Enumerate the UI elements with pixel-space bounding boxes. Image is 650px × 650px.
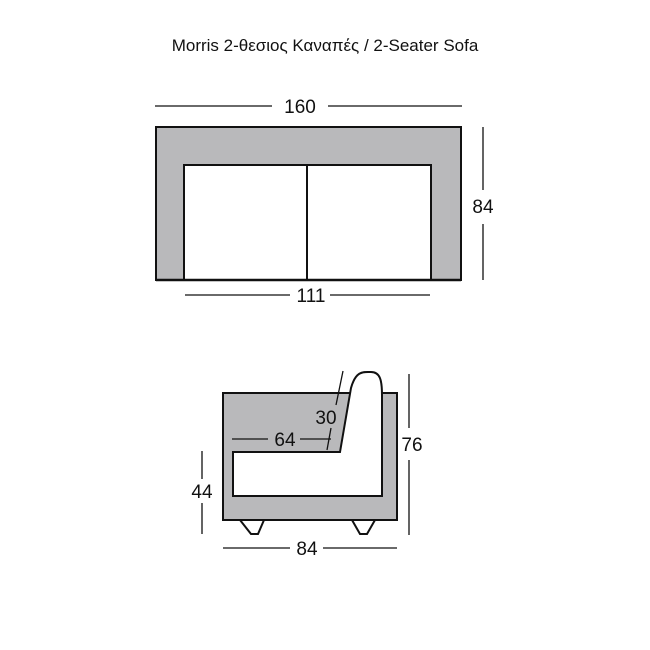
dim-depth: 84 bbox=[472, 197, 494, 218]
side-view: 30 64 76 44 84 bbox=[191, 370, 423, 560]
seat-cushion-right bbox=[306, 164, 432, 281]
seat-cushion-left bbox=[183, 164, 308, 281]
leg-front bbox=[239, 519, 265, 535]
dim-seat-width: 111 bbox=[297, 286, 326, 307]
dim-overall-width: 160 bbox=[284, 97, 316, 118]
seat-and-back-cushion bbox=[232, 370, 383, 497]
top-view: 160 84 111 bbox=[155, 97, 494, 307]
dim-seat-height: 44 bbox=[191, 482, 213, 503]
dim-overall-height: 76 bbox=[401, 435, 422, 456]
dim-line-back-angle-top bbox=[335, 370, 344, 406]
dim-seat-depth: 64 bbox=[274, 430, 296, 451]
dim-back-angle: 30 bbox=[315, 408, 336, 429]
dim-side-depth: 84 bbox=[296, 539, 318, 560]
leg-back bbox=[351, 519, 376, 535]
diagram-title: Morris 2-θεσιος Καναπές / 2-Seater Sofa bbox=[171, 36, 479, 55]
